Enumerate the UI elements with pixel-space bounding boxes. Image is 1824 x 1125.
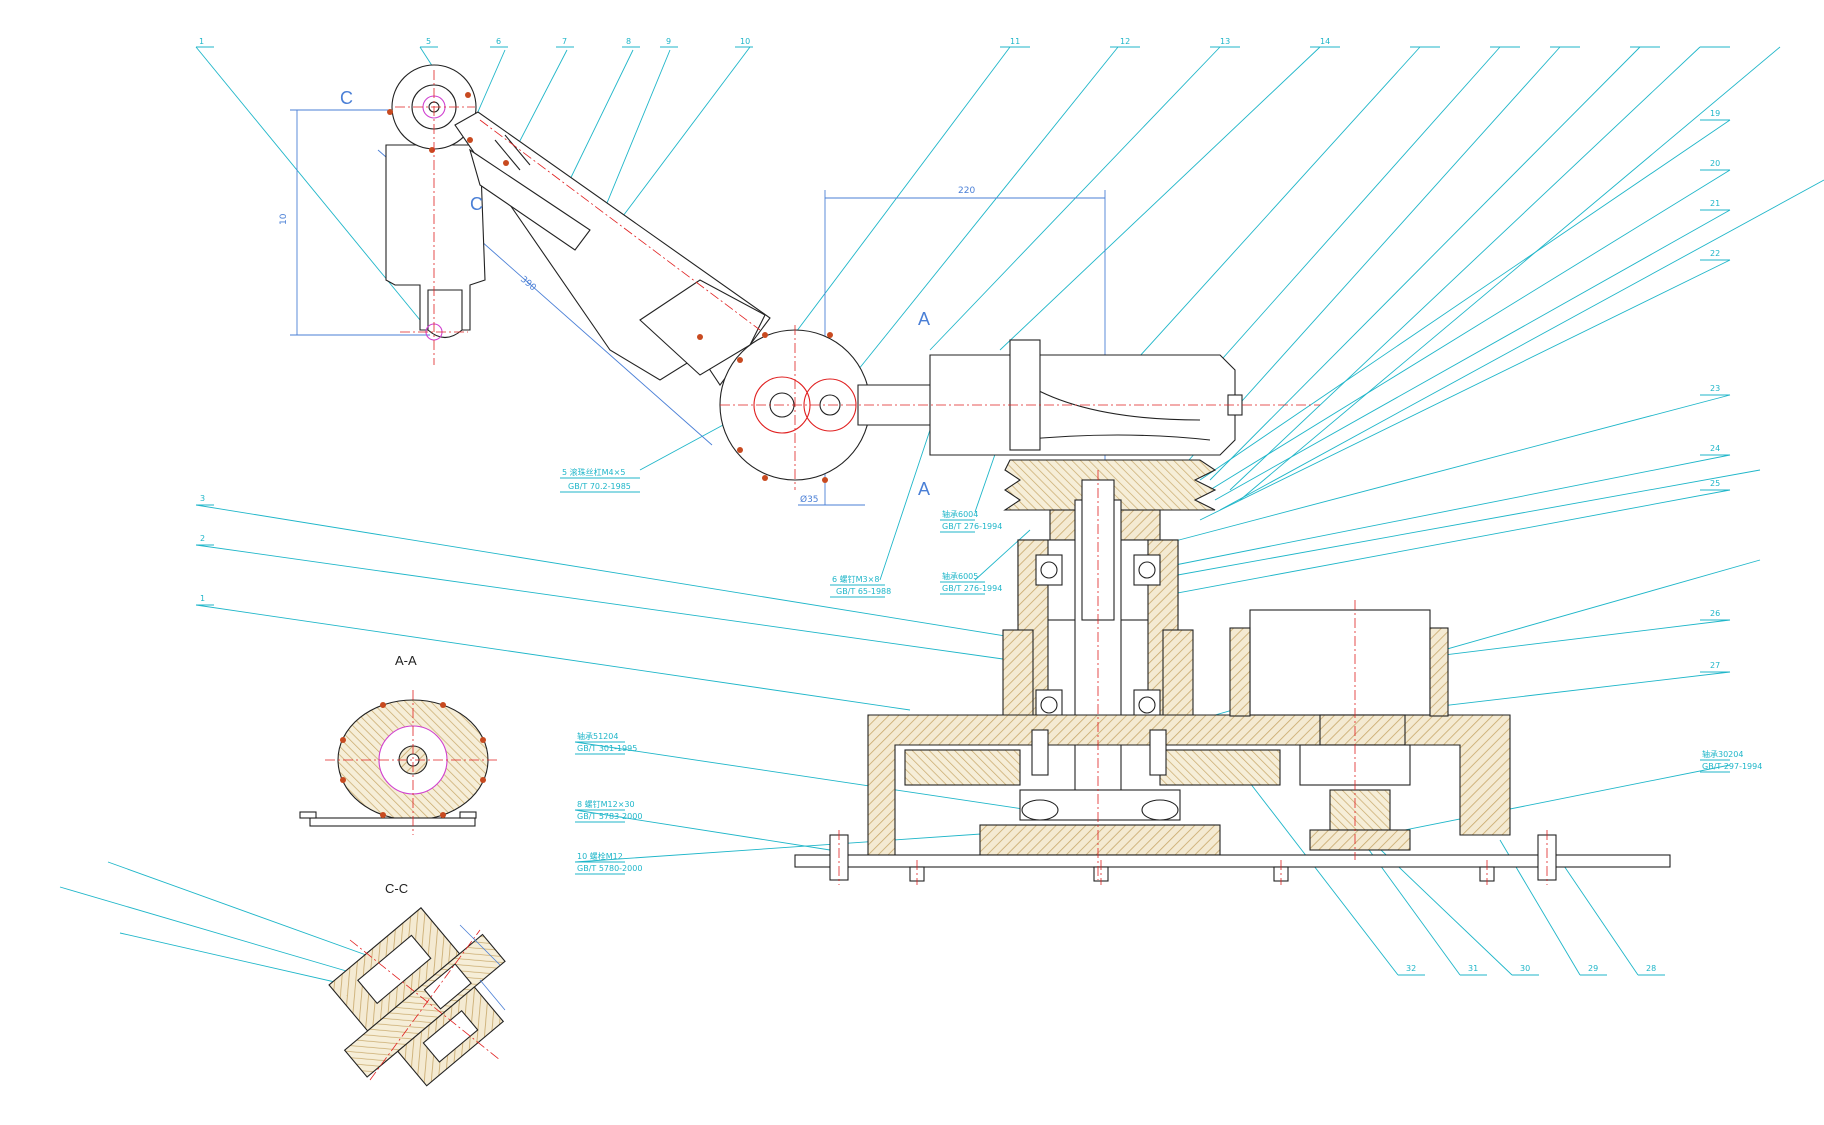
shoulder-fasteners [737,332,833,483]
dimension-dia-35: Ø35 [800,494,819,505]
base-column-section [794,459,1671,882]
part-number-11: 11 [1010,37,1020,46]
arm-fasteners [387,92,703,340]
shoulder-centerlines [720,325,1320,490]
arm-centerlines [395,70,761,365]
part-number-19: 19 [1710,109,1720,118]
part-number-9: 9 [666,37,671,46]
callout-bearing-6004-std: GB/T 276-1994 [942,522,1002,531]
callout-screw-m3-std: GB/T 65-1988 [836,587,891,596]
section-view-aa: A-A [299,653,500,835]
callout-screw-m3: 6 螺钉M3×8 [832,574,879,584]
callout-bearing-6005-std: GB/T 276-1994 [942,584,1002,593]
part-number-20: 20 [1710,159,1720,168]
left-part-number-column: 3 2 1 [196,494,214,606]
base-centerlines [838,470,1548,885]
bottom-part-number-row: 32 31 30 29 28 [1398,964,1665,976]
part-number-13: 13 [1220,37,1230,46]
standard-part-callouts: 5 滚珠丝杠M4×5 GB/T 70.2-1985 6 螺钉M3×8 GB/T … [560,467,1762,875]
dimension-width-220: 220 [958,186,975,196]
callout-bolt-m12: 10 螺栓M12 [577,851,623,861]
section-label-cc: C-C [385,881,408,896]
callout-bearing-30204: 轴承30204 [1702,749,1743,759]
cut-letter-c-bottom: C [470,194,483,214]
top-part-number-row: 1 5 6 7 8 9 10 11 12 13 14 [196,37,1730,48]
part-number-1-left: 1 [200,594,205,603]
part-number-22: 22 [1710,249,1720,258]
part-number-5: 5 [426,37,431,46]
right-part-number-column: 19 20 21 22 23 24 25 26 27 [1700,109,1730,673]
callout-bearing-30204-std: GB/T 297-1994 [1702,762,1762,771]
part-number-30: 30 [1520,964,1530,973]
part-number-25: 25 [1710,479,1720,488]
part-number-23: 23 [1710,384,1720,393]
dimension-arm-390: 390 [518,275,538,294]
part-number-6: 6 [496,37,501,46]
part-number-8: 8 [626,37,631,46]
callout-bolt-m12-std: GB/T 5780-2000 [577,864,642,873]
callout-ballscrew: 5 滚珠丝杠M4×5 [562,467,625,477]
part-number-28: 28 [1646,964,1656,973]
part-number-1: 1 [199,37,204,46]
part-number-21: 21 [1710,199,1720,208]
part-number-7: 7 [562,37,567,46]
callout-bearing-51204: 轴承51204 [577,731,618,741]
cut-letter-a-top: A [918,309,930,329]
part-number-2-left: 2 [200,534,205,543]
part-number-31: 31 [1468,964,1478,973]
part-number-12: 12 [1120,37,1130,46]
section-label-aa: A-A [395,653,417,668]
part-number-27: 27 [1710,661,1720,670]
cut-letter-c-top: C [340,88,353,108]
callout-screw-m12: 8 螺钉M12×30 [577,799,635,809]
section-view-cc: C-C [328,881,506,1087]
callout-bearing-51204-std: GB/T 301-1995 [577,744,637,753]
callout-screw-m12-std: GB/T 5783-2000 [577,812,642,821]
part-number-32: 32 [1406,964,1416,973]
callout-ballscrew-std: GB/T 70.2-1985 [568,482,631,491]
part-number-10: 10 [740,37,750,46]
cut-letter-a-bottom: A [918,479,930,499]
part-number-29: 29 [1588,964,1598,973]
upper-arm-assembly [385,64,771,386]
part-number-14: 14 [1320,37,1330,46]
callout-bearing-6004: 轴承6004 [942,509,978,519]
part-number-24: 24 [1710,444,1720,453]
part-number-26: 26 [1710,609,1720,618]
callout-bearing-6005: 轴承6005 [942,571,978,581]
dimension-height-left: 10 [279,213,289,225]
part-number-3-left: 3 [200,494,205,503]
